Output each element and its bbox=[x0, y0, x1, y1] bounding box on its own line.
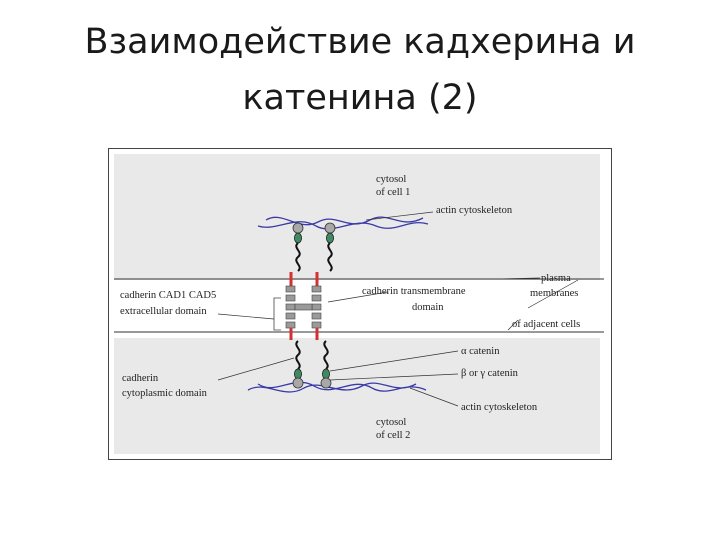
cytoplasmic-domain-bottom-left bbox=[295, 340, 301, 370]
alpha-catenin-bottom-right bbox=[320, 377, 332, 389]
beta-catenin-bottom-left bbox=[293, 368, 302, 380]
cytoplasmic-domain-bottom-right bbox=[323, 340, 329, 370]
label-cytosol-cell1-b: of cell 1 bbox=[376, 187, 410, 198]
alpha-catenin-bottom-left bbox=[292, 377, 304, 389]
label-plasma-b: membranes bbox=[530, 288, 578, 299]
alpha-catenin-top-left bbox=[292, 222, 304, 234]
actin-filament-top-1 bbox=[265, 216, 424, 226]
cytoplasmic-domain-top-left bbox=[295, 242, 301, 272]
cytoplasmic-domain-top-right bbox=[327, 242, 333, 272]
label-extracellular: extracellular domain bbox=[120, 306, 207, 317]
extracellular-bracket bbox=[273, 297, 281, 331]
extracellular-domains bbox=[285, 285, 322, 329]
label-cytosol-cell2: cytosol bbox=[376, 417, 406, 428]
cytosol-cell-1 bbox=[114, 154, 600, 280]
beta-catenin-top-left bbox=[293, 232, 302, 244]
cadherin-catenin-diagram: cytosol of cell 1 actin cytoskeleton cad… bbox=[108, 148, 612, 460]
label-cytosol-cell1: cytosol bbox=[376, 174, 406, 185]
actin-filament-bottom-1 bbox=[247, 382, 417, 393]
label-transmembrane-b: domain bbox=[412, 302, 444, 313]
label-actin-bottom: actin cytoskeleton bbox=[461, 402, 538, 413]
label-beta-catenin: β or γ catenin bbox=[461, 368, 519, 379]
beta-catenin-top-right bbox=[325, 232, 334, 244]
label-alpha-catenin: α catenin bbox=[461, 346, 500, 357]
label-cyto-domain: cadherin bbox=[122, 373, 159, 384]
label-actin-top: actin cytoskeleton bbox=[436, 205, 513, 216]
label-plasma: plasma bbox=[541, 273, 571, 284]
beta-catenin-bottom-right bbox=[321, 368, 330, 380]
actin-filament-bottom-2 bbox=[257, 381, 427, 392]
label-transmembrane: cadherin transmembrane bbox=[362, 286, 466, 297]
slide-title: Взаимодействие кадхерина и катенина (2) bbox=[40, 14, 680, 126]
label-cadherin-domains: cadherin CAD1 CAD5 bbox=[120, 290, 216, 301]
title-line-1: Взаимодействие кадхерина и bbox=[84, 22, 636, 62]
label-cyto-domain-b: cytoplasmic domain bbox=[122, 388, 208, 399]
leader-lines bbox=[217, 211, 579, 407]
label-cytosol-cell2-b: of cell 2 bbox=[376, 430, 410, 441]
alpha-catenin-top-right bbox=[324, 222, 336, 234]
actin-filament-top-2 bbox=[257, 221, 429, 230]
cytosol-cell-2 bbox=[114, 338, 600, 454]
label-plasma-c: of adjacent cells bbox=[512, 319, 580, 330]
title-line-2: катенина (2) bbox=[242, 78, 478, 118]
